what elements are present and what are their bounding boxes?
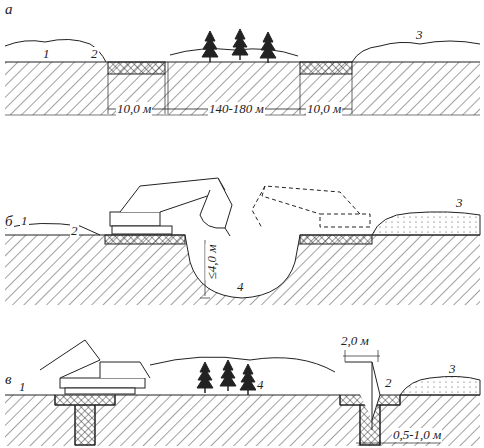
callout-label: 3 bbox=[455, 196, 464, 210]
callout-label: 2,0 м bbox=[340, 334, 370, 348]
panel-b bbox=[5, 178, 480, 305]
callout-label: 10,0 м bbox=[306, 102, 342, 116]
panel-a bbox=[5, 29, 480, 115]
panel-c bbox=[5, 340, 480, 446]
callout-label: 2 bbox=[70, 224, 79, 238]
callout-label: 1 bbox=[18, 380, 27, 394]
callout-label: 1 bbox=[20, 214, 29, 228]
callout-label: 140-180 м bbox=[208, 102, 265, 116]
callout-label: 3 bbox=[448, 362, 457, 376]
panel-letter: б bbox=[4, 214, 14, 228]
callout-label: ≤4,0 м bbox=[205, 244, 219, 281]
callout-label: 4 bbox=[256, 378, 265, 392]
callout-label: 2 bbox=[90, 47, 99, 61]
callout-label: 4 bbox=[236, 280, 245, 294]
callout-label: 1 bbox=[42, 47, 51, 61]
panel-letter: а bbox=[4, 2, 14, 16]
callout-label: 2 bbox=[384, 376, 393, 390]
callout-label: 0,5-1,0 м bbox=[392, 428, 442, 442]
callout-label: 3 bbox=[415, 28, 424, 42]
panel-letter: в bbox=[4, 372, 13, 386]
callout-label: 10,0 м bbox=[116, 102, 152, 116]
